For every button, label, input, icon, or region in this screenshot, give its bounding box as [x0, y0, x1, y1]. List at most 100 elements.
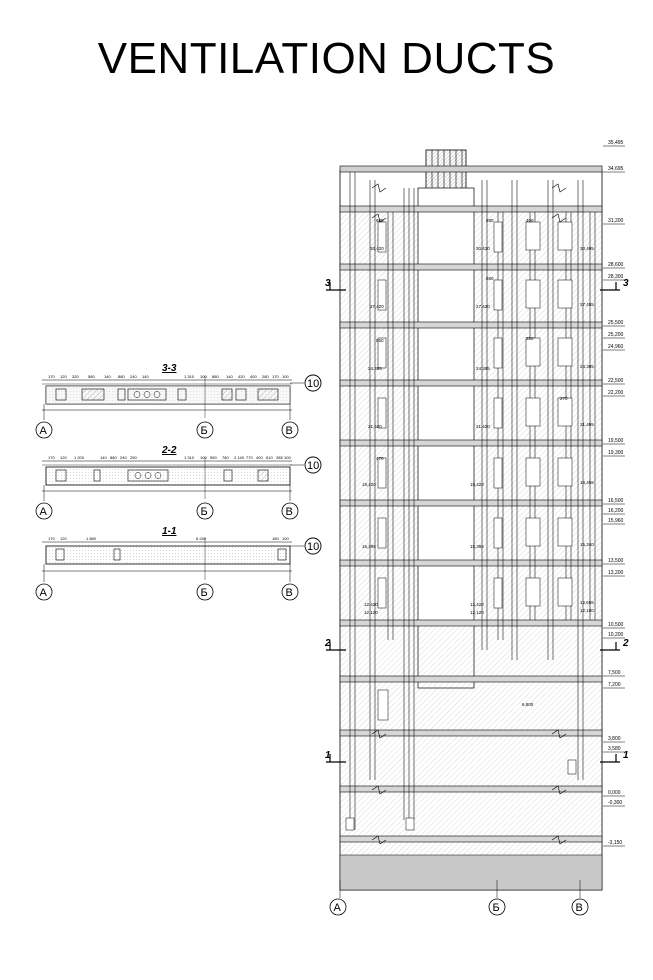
- axis-v-label: В: [576, 902, 583, 914]
- dimension: 680: [376, 218, 384, 223]
- elevation-mark: 34,695: [608, 166, 624, 172]
- section-dim: 580: [88, 374, 95, 379]
- section-2-2: 2-2 170 120 1 200 140 880 240 25: [42, 445, 322, 501]
- drawing-title: VENTILATION DUCTS: [97, 34, 556, 83]
- elevation-mark: 27,420: [370, 304, 384, 309]
- dimension: 550: [376, 338, 384, 343]
- elevation-mark: 27,455: [580, 302, 594, 307]
- cut-mark-label: 3: [623, 278, 629, 289]
- duct-branches: [345, 221, 577, 831]
- elevation-mark: 21,495: [580, 422, 594, 427]
- elevation-mark: 15,395: [362, 544, 376, 549]
- section-title: 2-2: [161, 445, 177, 456]
- elevation-group: 35,495 34,695 31,200 28,600 28,300 25,50…: [324, 140, 629, 916]
- section-ref-number: 10: [307, 378, 319, 390]
- section-dim: 170: [48, 455, 55, 460]
- section-dim: 120: [60, 455, 67, 460]
- elevation-mark: 3,800: [608, 736, 621, 742]
- section-ref-number: 10: [307, 460, 319, 472]
- section-ref-circle: [304, 456, 322, 474]
- elevation-mark: 13,500: [608, 558, 624, 564]
- section-title: 1-1: [162, 526, 177, 537]
- section-dim: 2 140: [234, 455, 245, 460]
- elevation-mark: 15,960: [608, 518, 624, 524]
- elevation-mark: 12,420: [470, 602, 484, 607]
- elevation-mark: 18,420: [362, 482, 376, 487]
- elevation-mark: 18,420: [470, 482, 484, 487]
- elevation-mark: 10,500: [608, 622, 624, 628]
- section-dim: 100: [200, 455, 207, 460]
- axis-b-label: Б: [493, 902, 500, 914]
- section-dim: 100: [282, 374, 289, 379]
- section-dim: 170: [48, 536, 55, 541]
- cut-mark-label: 1: [623, 750, 629, 761]
- elevation-mark: 15,340: [580, 542, 594, 547]
- dimension: 270: [560, 396, 568, 401]
- axis-a-label: А: [40, 587, 48, 599]
- elevation-mark: 0,000: [608, 790, 621, 796]
- section-dim: 1 310: [184, 374, 195, 379]
- elevation-mark: 22,200: [608, 390, 624, 396]
- ducts-left: [349, 172, 415, 830]
- elevation-mark: -0,300: [608, 800, 622, 806]
- section-dim: 400: [256, 455, 263, 460]
- elevation-mark: -3,150: [608, 840, 622, 846]
- section-dim: 280: [262, 374, 269, 379]
- axis-v-label: В: [286, 425, 293, 437]
- section-dim: 250: [130, 455, 137, 460]
- elevation-mark: 24,395: [368, 366, 382, 371]
- elevation-mark: 30,420: [370, 246, 384, 251]
- dimension: 580: [486, 276, 494, 281]
- section-dim: 420: [238, 374, 245, 379]
- section-dim: 285: [276, 455, 283, 460]
- elevation-mark: 19,300: [608, 450, 624, 456]
- elevation-mark: 12,655: [580, 600, 594, 605]
- section-dim: 550: [210, 455, 217, 460]
- elevation-mark: 10,200: [608, 632, 624, 638]
- section-ref-number: 10: [307, 541, 319, 553]
- section-dim: 780: [222, 455, 229, 460]
- elevation-mark: 24,395: [476, 366, 490, 371]
- section-dim: 6 240: [196, 536, 207, 541]
- elevation-mark: 28,600: [608, 262, 624, 268]
- section-dim: 180: [272, 536, 279, 541]
- section-dim: 880: [212, 374, 219, 379]
- section-dim: 170: [48, 374, 55, 379]
- section-dim: 140: [226, 374, 233, 379]
- cut-marks: [326, 282, 620, 763]
- section-axis-bubbles: А Б В А Б В А Б В: [35, 421, 299, 601]
- elevation-mark: 31,200: [608, 218, 624, 224]
- elevation-mark: 16,500: [608, 498, 624, 504]
- dimension: 880: [486, 218, 494, 223]
- elevation-marks-right: 35,495 34,695 31,200 28,600 28,300 25,50…: [603, 140, 625, 847]
- elevation-mark: 7,200: [608, 682, 621, 688]
- elevation-axis-bubbles: А Б В: [329, 898, 589, 916]
- elevation-mark: 16,200: [608, 508, 624, 514]
- section-ref-circle: [304, 537, 322, 555]
- section-dim: 240: [120, 455, 127, 460]
- section-dim: 120: [60, 374, 67, 379]
- elevation-mark: 30,420: [476, 246, 490, 251]
- section-dim: 880: [110, 455, 117, 460]
- elevation-mark: 25,200: [608, 332, 624, 338]
- cut-mark-label: 1: [325, 750, 331, 761]
- axis-b-label: Б: [201, 425, 208, 437]
- section-dim: 140: [104, 374, 111, 379]
- axis-a-label: А: [40, 506, 48, 518]
- elevation-mark: 30,495: [580, 246, 594, 251]
- inner-elevation-marks: 30,420 27,420 24,395 21,620 18,420 15,39…: [362, 218, 594, 707]
- section-title: 3-3: [162, 363, 177, 374]
- elevation-mark: 7,500: [608, 670, 621, 676]
- elevation-mark: 22,500: [608, 378, 624, 384]
- section-dim: 170: [272, 374, 279, 379]
- section-1-1: 1-1 170 120 1 880 6 240 180 100 10: [42, 526, 322, 582]
- section-ref-circle: [304, 374, 322, 392]
- elevation-mark: 3,580: [608, 746, 621, 752]
- cut-mark-label: 2: [324, 638, 331, 649]
- axis-b-label: Б: [201, 587, 208, 599]
- elevation-mark: 12,120: [364, 610, 378, 615]
- elevation-mark: 15,395: [470, 544, 484, 549]
- section-dim: 880: [118, 374, 125, 379]
- elevation-mark: 21,620: [368, 424, 382, 429]
